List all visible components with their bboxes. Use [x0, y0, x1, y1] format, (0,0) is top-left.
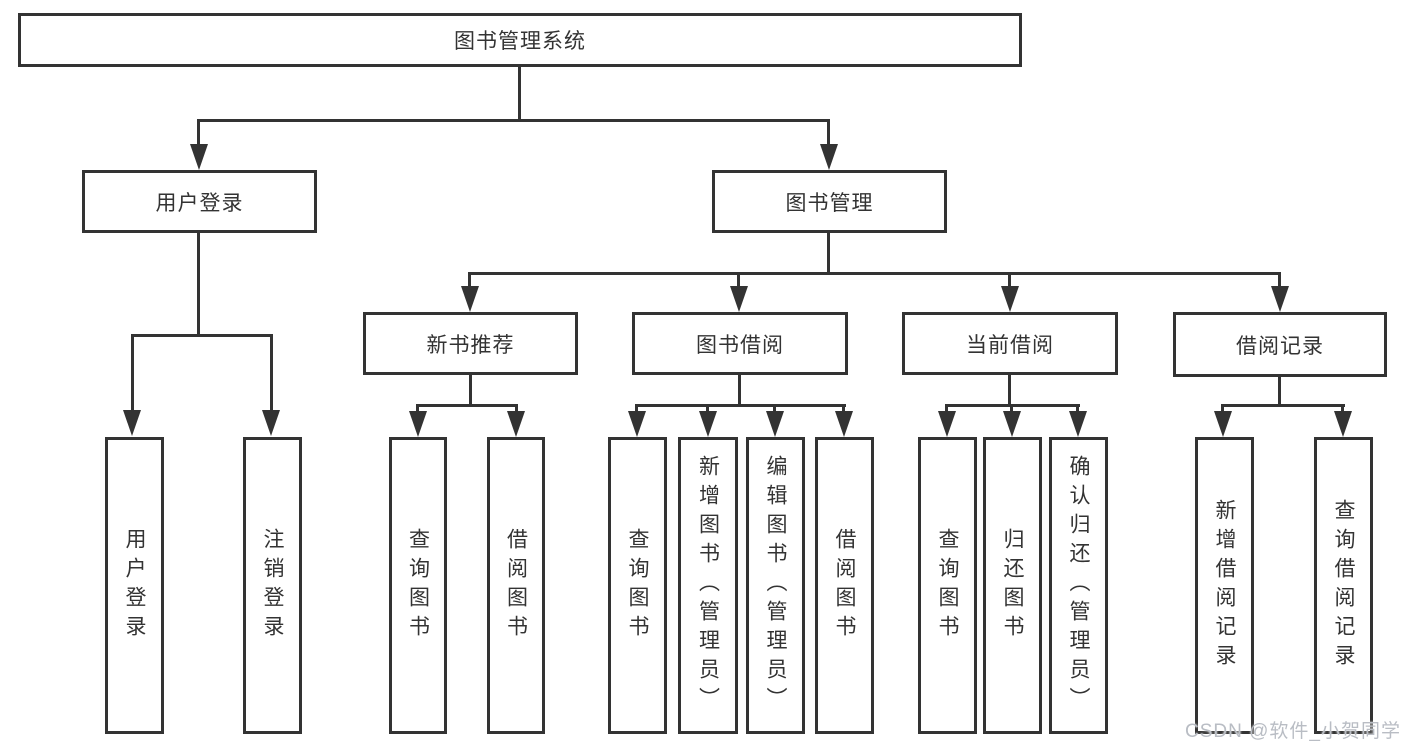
leaf-borrow-edit-books-admin: 编辑图书（管理员） — [746, 437, 805, 734]
arrowhead — [1334, 411, 1352, 437]
leaf-current-query-books: 查询图书 — [918, 437, 977, 734]
arrowhead — [409, 411, 427, 437]
connector-line — [737, 272, 740, 292]
node-new-book-label: 新书推荐 — [426, 333, 515, 357]
connector-line — [827, 233, 830, 274]
leaf-current-return-books: 归还图书 — [983, 437, 1042, 734]
node-new-book: 新书推荐 — [363, 312, 578, 375]
connector-line — [518, 67, 521, 120]
leaf-newbook-query-books: 查询图书 — [389, 437, 447, 734]
connector-line — [635, 404, 846, 407]
arrowhead — [730, 286, 748, 312]
arrowhead — [938, 411, 956, 437]
leaf-record-query-borrow-record-label: 查询借阅记录 — [1332, 498, 1355, 673]
node-borrow-record: 借阅记录 — [1173, 312, 1387, 377]
connector-line — [738, 375, 741, 406]
connector-line — [515, 404, 518, 416]
node-root-label: 图书管理系统 — [454, 30, 586, 53]
connector-line — [197, 233, 200, 336]
connector-line — [1010, 404, 1013, 416]
connector-line — [197, 119, 200, 149]
arrowhead — [262, 410, 280, 436]
leaf-record-add-borrow-record-label: 新增借阅记录 — [1213, 498, 1236, 673]
leaf-current-return-books-label: 归还图书 — [1001, 527, 1024, 644]
leaf-newbook-borrow-books: 借阅图书 — [487, 437, 545, 734]
arrowhead — [1271, 286, 1289, 312]
arrowhead — [1001, 286, 1019, 312]
node-borrow-record-label: 借阅记录 — [1236, 334, 1324, 358]
connector-line — [416, 404, 419, 416]
connector-line — [468, 272, 471, 292]
arrowhead — [1069, 411, 1087, 437]
arrowhead — [699, 411, 717, 437]
connector-line — [706, 404, 709, 416]
connector-line — [842, 404, 845, 416]
connector-line — [1221, 404, 1345, 407]
node-current-borrow-label: 当前借阅 — [966, 333, 1054, 357]
arrowhead — [461, 286, 479, 312]
connector-line — [1278, 375, 1281, 406]
leaf-borrow-query-books: 查询图书 — [608, 437, 667, 734]
connector-line — [1008, 272, 1011, 292]
node-current-borrow: 当前借阅 — [902, 312, 1118, 375]
connector-line — [945, 404, 948, 416]
connector-line — [635, 404, 638, 416]
watermark-text: CSDN @软件_小贺同学 — [1185, 721, 1401, 742]
leaf-borrow-add-books-admin-label: 新增图书（管理员） — [696, 455, 720, 716]
node-book-borrow-label: 图书借阅 — [696, 333, 784, 357]
connector-line — [773, 404, 776, 416]
connector-line — [1076, 404, 1079, 416]
connector-line — [1221, 404, 1224, 416]
leaf-user-login-label: 用户登录 — [123, 527, 146, 644]
connector-line — [469, 375, 472, 406]
leaf-borrow-edit-books-admin-label: 编辑图书（管理员） — [764, 455, 787, 716]
arrowhead — [190, 144, 208, 170]
leaf-current-query-books-label: 查询图书 — [936, 527, 959, 644]
node-user-login: 用户登录 — [82, 170, 317, 233]
arrowhead — [628, 411, 646, 437]
arrowhead — [1003, 411, 1021, 437]
node-book-mgmt: 图书管理 — [712, 170, 947, 233]
leaf-user-login: 用户登录 — [105, 437, 164, 734]
leaf-borrow-borrow-books-label: 借阅图书 — [833, 527, 856, 644]
leaf-newbook-borrow-books-label: 借阅图书 — [504, 527, 528, 644]
leaf-record-query-borrow-record: 查询借阅记录 — [1314, 437, 1373, 734]
connector-line — [1008, 375, 1011, 406]
connector-line — [827, 119, 830, 149]
connector-line — [469, 272, 1281, 275]
leaf-borrow-borrow-books: 借阅图书 — [815, 437, 874, 734]
arrowhead — [507, 411, 525, 437]
node-book-borrow: 图书借阅 — [632, 312, 848, 375]
leaf-logout: 注销登录 — [243, 437, 302, 734]
leaf-newbook-query-books-label: 查询图书 — [406, 527, 430, 644]
node-root: 图书管理系统 — [18, 13, 1022, 67]
leaf-record-add-borrow-record: 新增借阅记录 — [1195, 437, 1254, 734]
arrowhead — [820, 144, 838, 170]
connector-line — [131, 334, 273, 337]
connector-line — [197, 119, 830, 122]
arrowhead — [766, 411, 784, 437]
leaf-current-confirm-return-admin: 确认归还（管理员） — [1049, 437, 1108, 734]
node-book-mgmt-label: 图书管理 — [785, 191, 874, 215]
connector-line — [1341, 404, 1344, 416]
arrowhead — [123, 410, 141, 436]
leaf-borrow-query-books-label: 查询图书 — [626, 527, 649, 644]
arrowhead — [835, 411, 853, 437]
connector-line — [131, 334, 134, 412]
leaf-logout-label: 注销登录 — [261, 527, 284, 644]
node-user-login-label: 用户登录 — [155, 191, 244, 215]
leaf-borrow-add-books-admin: 新增图书（管理员） — [678, 437, 738, 734]
connector-line — [270, 334, 273, 412]
leaf-current-confirm-return-admin-label: 确认归还（管理员） — [1067, 455, 1090, 716]
arrowhead — [1214, 411, 1232, 437]
connector-line — [416, 404, 518, 407]
connector-line — [1278, 272, 1281, 292]
